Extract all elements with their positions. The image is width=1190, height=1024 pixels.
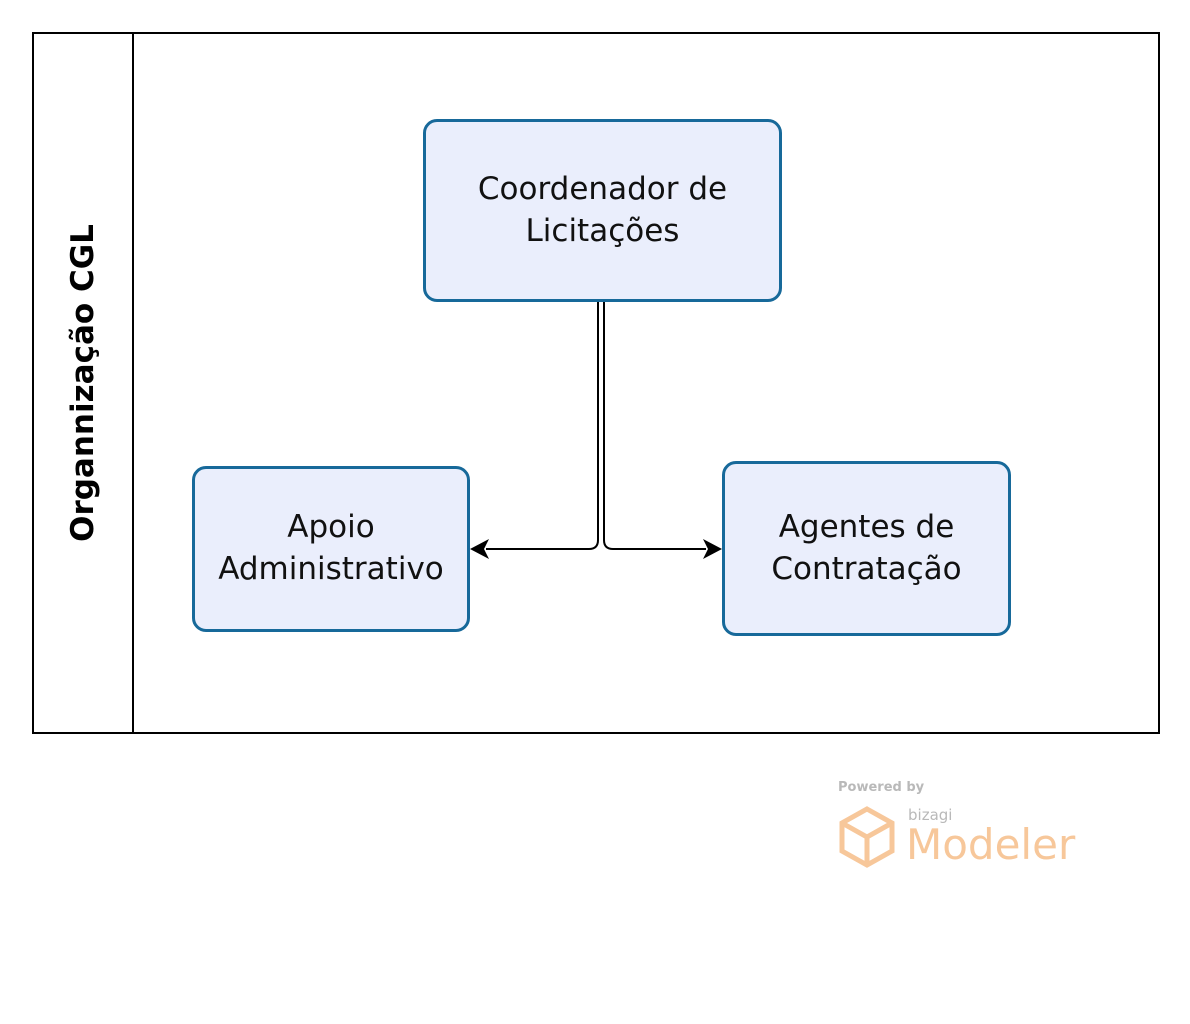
node-apoio-administrativo[interactable]: Apoio Administrativo [192, 466, 470, 632]
arrowhead-right [703, 539, 722, 559]
node-label-line: Contratação [771, 550, 962, 587]
node-label-line: Administrativo [218, 551, 444, 587]
cube-logo-icon [839, 806, 895, 868]
node-label-line: Apoio [287, 509, 375, 546]
node-label-line: Coordenador de [477, 170, 728, 207]
connector-to-agentes [603, 302, 706, 550]
powered-by-text: Powered by [838, 780, 925, 795]
arrowhead-left [470, 539, 489, 559]
node-label-line: Licitações [525, 212, 680, 249]
product-text: Modeler [906, 820, 1076, 869]
node-agentes-contratacao[interactable]: Agentes de Contratação [722, 461, 1011, 636]
connector-to-apoio [486, 302, 599, 550]
node-coordenador-licitacoes[interactable]: Coordenador de Licitações [423, 119, 782, 302]
lane-header: Organnização CGL [34, 34, 134, 732]
brand-text: bizagi [908, 806, 953, 824]
bizagi-watermark: Powered by bizagi Modeler [838, 778, 1088, 873]
organization-pool: Organnização CGL [32, 32, 1160, 734]
node-label-line: Agentes de [778, 508, 955, 545]
